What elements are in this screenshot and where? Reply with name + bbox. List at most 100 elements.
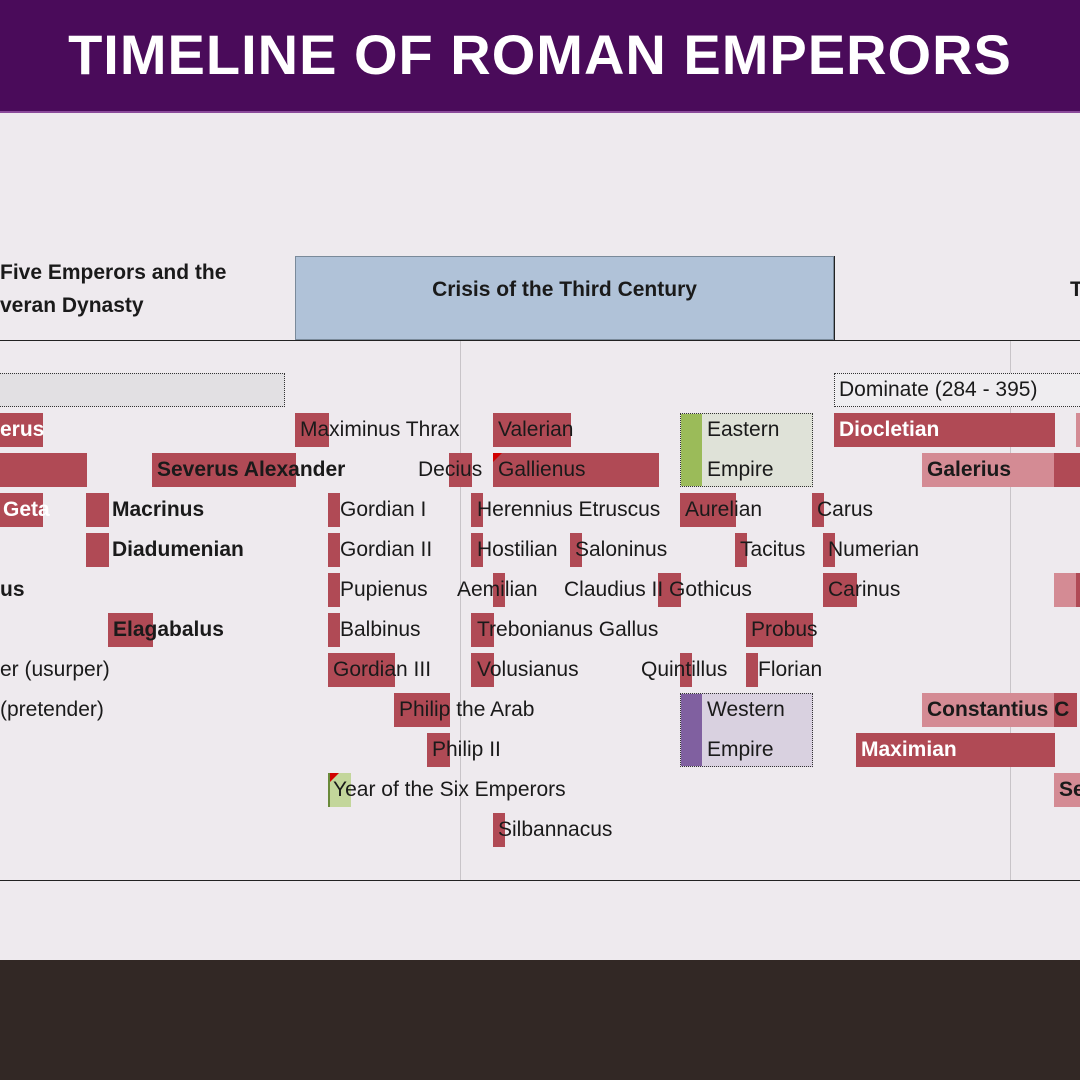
emperor-label: Gallienus (498, 458, 586, 481)
timeline-canvas: Five Emperors and the veran Dynasty Cris… (0, 113, 1080, 960)
emperor-label: Saloninus (575, 538, 668, 561)
emperor-bar[interactable] (0, 493, 43, 527)
emperor-bar[interactable] (471, 653, 494, 687)
emperor-label: Hostilian (477, 538, 558, 561)
emperor-bar[interactable] (823, 573, 857, 607)
emperor-label: Maximian (861, 738, 957, 761)
emperor-label: Pupienus (340, 578, 428, 601)
emperor-bar[interactable] (746, 653, 758, 687)
emperor-label: Florian (758, 658, 823, 681)
emperor-bar[interactable] (812, 493, 824, 527)
emperor-label: Probus (751, 618, 818, 641)
emperor-label: Decius (418, 458, 483, 481)
emperor-label: Gordian III (333, 658, 432, 681)
emperor-bar[interactable] (295, 413, 329, 447)
note-flag-icon (330, 773, 339, 782)
emperor-bar[interactable] (922, 693, 1055, 727)
emperor-bar[interactable] (86, 493, 109, 527)
emperor-label: Philip the Arab (399, 698, 535, 721)
era-label-crisis: Crisis of the Third Century (432, 278, 697, 301)
emperor-label: Diocletian (839, 418, 940, 441)
emperor-label: Severus Alexander (157, 458, 346, 481)
emperor-bar[interactable] (493, 573, 505, 607)
emperor-bar[interactable] (328, 613, 340, 647)
emperor-label: Carus (817, 498, 874, 521)
emperor-bar[interactable] (394, 693, 450, 727)
eastern-empire-bar (681, 414, 702, 486)
emperor-label: Aemilian (457, 578, 538, 601)
emperor-bar[interactable] (1054, 773, 1080, 807)
era-label-severan: veran Dynasty (0, 294, 144, 317)
eastern-empire-block[interactable] (680, 413, 813, 487)
emperor-bar[interactable] (680, 653, 692, 687)
emperor-bar[interactable] (922, 453, 1055, 487)
timeline-bottom-line (0, 880, 1080, 881)
emperor-bar[interactable] (0, 453, 87, 487)
eastern-empire-label: Eastern (707, 418, 780, 441)
emperor-bar[interactable] (658, 573, 681, 607)
emperor-bar[interactable] (1076, 573, 1080, 607)
emperor-bar[interactable] (570, 533, 582, 567)
footer-bar (0, 960, 1080, 1080)
emperor-bar[interactable] (328, 653, 395, 687)
western-empire-label: Western (707, 698, 785, 721)
emperor-bar[interactable] (471, 533, 483, 567)
emperor-bar[interactable] (1076, 413, 1080, 447)
emperor-bar[interactable] (152, 453, 296, 487)
emperor-bar[interactable] (108, 613, 153, 647)
emperor-bar[interactable] (834, 413, 1055, 447)
emperor-label: Galerius (927, 458, 1012, 481)
period-box-principate (0, 373, 285, 407)
emperor-label: er (usurper) (0, 658, 110, 681)
emperor-bar[interactable] (471, 493, 483, 527)
emperor-label: us (0, 578, 25, 601)
emperor-label: Carinus (828, 578, 901, 601)
emperor-label: (pretender) (0, 698, 104, 721)
emperor-label: Geta (3, 498, 50, 521)
emperor-bar[interactable] (493, 413, 571, 447)
emperor-bar[interactable] (328, 493, 340, 527)
emperor-bar[interactable] (427, 733, 450, 767)
era-crisis-box[interactable] (295, 256, 834, 340)
emperor-label: Aurelian (685, 498, 763, 521)
emperor-bar[interactable] (328, 533, 340, 567)
era-divider (834, 256, 835, 340)
western-empire-block[interactable] (680, 693, 813, 767)
emperor-bar[interactable] (471, 613, 494, 647)
period-box-dominate[interactable] (834, 373, 1080, 407)
emperor-label: Year of the Six Emperors (333, 778, 566, 801)
emperor-bar[interactable] (493, 453, 659, 487)
emperor-label: Gordian II (340, 538, 433, 561)
emperor-label: Se (1059, 778, 1080, 801)
century-gridline (460, 341, 461, 880)
emperor-bar[interactable] (328, 573, 340, 607)
emperor-bar[interactable] (680, 493, 736, 527)
emperor-bar[interactable] (823, 533, 835, 567)
emperor-label: Numerian (828, 538, 920, 561)
emperor-bar[interactable] (856, 733, 1055, 767)
emperor-label: Herennius Etruscus (477, 498, 661, 521)
emperor-label: Quintillus (641, 658, 728, 681)
emperor-bar[interactable] (1054, 573, 1077, 607)
emperor-label: Volusianus (477, 658, 579, 681)
emperor-bar[interactable] (449, 453, 472, 487)
western-empire-bar (681, 694, 702, 766)
emperor-label: Constantius C (927, 698, 1070, 721)
emperor-label: Balbinus (340, 618, 421, 641)
emperor-label: Trebonianus Gallus (477, 618, 659, 641)
emperor-bar[interactable] (0, 413, 43, 447)
emperor-label: Philip II (432, 738, 501, 761)
emperor-label: Diadumenian (112, 538, 244, 561)
emperor-bar[interactable] (746, 613, 813, 647)
emperor-bar[interactable] (86, 533, 109, 567)
emperor-label: Claudius II Gothicus (564, 578, 752, 601)
period-label-dominate: Dominate (284 - 395) (839, 378, 1038, 401)
eastern-empire-label: Empire (707, 458, 774, 481)
emperor-label: Gordian I (340, 498, 427, 521)
emperor-label: Maximinus Thrax (300, 418, 460, 441)
emperor-bar[interactable] (1054, 453, 1080, 487)
emperor-bar[interactable] (493, 813, 505, 847)
emperor-bar[interactable] (1054, 693, 1077, 727)
era-label-partial: T (1070, 278, 1080, 301)
emperor-bar[interactable] (735, 533, 747, 567)
